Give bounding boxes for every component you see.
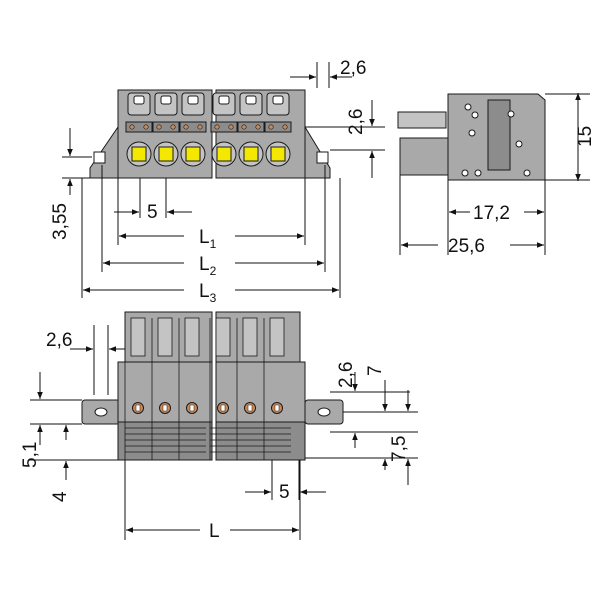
top-pole-6: [264, 92, 292, 167]
front-pole-lever: [242, 317, 258, 357]
front-pole-contact-slot: [247, 404, 253, 412]
dim-side-depth-inner: 17,2: [473, 203, 510, 224]
dim-L2: L2: [199, 254, 217, 278]
front-left-hole: [94, 407, 108, 417]
dim-L1: L1: [199, 227, 217, 251]
left-flange-hole: [93, 151, 106, 164]
top-pole-pusher: [270, 146, 286, 162]
top-pole-window: [272, 95, 284, 105]
dim-top-flange: 2,6: [340, 58, 366, 79]
top-pole-window: [133, 95, 145, 105]
top-pole-contact: [183, 124, 189, 130]
front-pole-6: [263, 317, 291, 460]
dim-front-bottom-offset: 4: [50, 491, 71, 502]
top-view: [89, 89, 331, 179]
side-hole-2: [471, 111, 479, 119]
dim-side-height: 15: [575, 126, 596, 147]
side-hole-5: [515, 140, 523, 148]
side-hole-4: [468, 129, 476, 137]
side-pin-bar: [397, 111, 447, 129]
top-pole-5: [237, 92, 265, 167]
front-pole-lever: [184, 317, 200, 357]
dim-front-flange-offset: 2,6: [46, 330, 72, 351]
side-hole-7: [474, 169, 482, 177]
front-pole-3: [178, 317, 206, 460]
top-pole-window: [218, 95, 230, 105]
top-pole-contact: [255, 124, 261, 130]
front-pole-contact-slot: [189, 404, 195, 412]
top-pole-1: [125, 92, 153, 167]
top-pole-contact-bar: [237, 121, 265, 133]
dim-top-pitch: 5: [147, 202, 158, 223]
front-right-hole: [317, 407, 331, 417]
top-pole-pusher: [185, 146, 201, 162]
top-pole-window: [160, 95, 172, 105]
top-pole-contact: [143, 124, 149, 130]
top-pole-contact: [241, 124, 247, 130]
top-pole-pusher: [216, 146, 232, 162]
side-view-dimensions: [399, 93, 590, 255]
right-flange-hole: [316, 151, 329, 164]
side-view: [397, 93, 546, 181]
top-view-dimensions: [62, 62, 385, 298]
front-pole-contact-slot: [162, 404, 168, 412]
top-pole-2: [152, 92, 180, 167]
front-pole-5: [236, 317, 264, 460]
top-pole-contact-bar: [152, 121, 180, 133]
dim-right-flange: 2,6: [346, 109, 367, 135]
top-pole-contact: [282, 124, 288, 130]
side-hole-6: [461, 169, 469, 177]
top-pole-contact-bar: [210, 121, 238, 133]
front-pole-contact-slot: [220, 404, 226, 412]
dim-height-offset: 3,55: [50, 203, 71, 240]
top-pole-contact: [214, 124, 220, 130]
top-pole-4: [210, 92, 238, 167]
front-pole-4: [209, 317, 237, 460]
top-pole-pusher: [158, 146, 174, 162]
dim-L3: L3: [199, 281, 217, 305]
dim-front-pitch: 5: [279, 482, 290, 503]
top-pole-contact-bar: [125, 121, 153, 133]
front-view-dimensions: [30, 325, 418, 540]
front-pole-lever: [130, 317, 146, 357]
front-pole-lever: [269, 317, 285, 357]
side-hole-1: [464, 103, 472, 111]
dim-front-right-top: 2,6: [336, 362, 357, 388]
top-pole-contact: [228, 124, 234, 130]
front-pole-lever: [215, 317, 231, 357]
front-view: [81, 311, 344, 461]
top-pole-contact-bar: [264, 121, 292, 133]
front-pole-2: [151, 317, 179, 460]
top-pole-3: [179, 92, 207, 167]
dim-front-hole-height: 5,1: [20, 442, 41, 468]
front-pole-contact-slot: [135, 404, 141, 412]
top-pole-contact: [170, 124, 176, 130]
front-pole-contact-slot: [274, 404, 280, 412]
front-pole-lever: [157, 317, 173, 357]
top-pole-contact: [197, 124, 203, 130]
side-lower-body: [399, 137, 449, 176]
front-main-right: [215, 361, 306, 423]
side-hole-3: [507, 110, 515, 118]
top-pole-window: [245, 95, 257, 105]
side-slot: [487, 99, 511, 171]
top-pole-contact-bar: [179, 121, 207, 133]
dim-front-length: L: [209, 521, 220, 542]
top-pole-window: [187, 95, 199, 105]
top-pole-pusher: [243, 146, 259, 162]
top-pole-contact: [268, 124, 274, 130]
dim-front-right-low: 7,5: [389, 436, 410, 462]
top-pole-contact: [156, 124, 162, 130]
front-pole-1: [124, 317, 152, 460]
dim-side-depth-total: 25,6: [448, 236, 485, 257]
side-hole-8: [523, 169, 531, 177]
top-pole-contact: [129, 124, 135, 130]
dim-front-right-mid: 7: [365, 365, 386, 376]
top-pole-pusher: [131, 146, 147, 162]
